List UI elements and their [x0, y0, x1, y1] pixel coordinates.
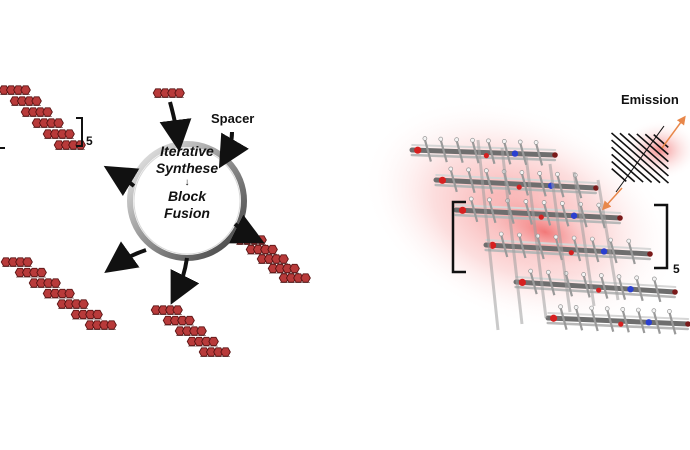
spacer-label: Spacer [211, 111, 255, 126]
pyrene-unit [0, 85, 31, 95]
left-panel [0, 85, 311, 358]
repeat-count-right: 5 [673, 262, 680, 276]
pyrene-unit [256, 254, 289, 265]
pyrene-unit [42, 129, 75, 140]
arrow-to-left-top [103, 165, 140, 197]
cycle-line-4: Fusion [164, 205, 210, 221]
emission-arrow-left [601, 187, 623, 211]
crystal-structure [409, 136, 690, 335]
molecule-layer [409, 136, 558, 166]
pyrene-unit [150, 305, 183, 316]
pyrene-unit [152, 88, 185, 98]
pyrene-unit [28, 278, 61, 289]
emission-arrow-right [661, 115, 686, 149]
pyrene-unit [14, 267, 47, 278]
arrow-from-spacer [218, 131, 249, 169]
pyrene-unit [198, 347, 231, 358]
pyrene-unit [84, 320, 117, 331]
arrow-to-right-stack [228, 214, 265, 244]
molecule-layer [545, 304, 690, 335]
repeat-bracket-right-open [451, 200, 466, 274]
pyrene-unit [31, 118, 64, 128]
emission-wave-icon [610, 125, 670, 193]
molecule-layer [433, 166, 599, 199]
cycle-line-3: Block [167, 188, 207, 204]
pyrene-unit [162, 315, 195, 326]
emission-label: Emission [621, 92, 679, 107]
repeat-count-left: 5 [86, 134, 93, 148]
pyrene-unit [70, 309, 103, 320]
cycle-line-2: Synthese [155, 160, 219, 176]
cycle-label: Iterative Synthese ↓ Block Fusion [132, 143, 242, 259]
pyrene-unit [174, 326, 207, 337]
arrow-from-top-stack [159, 101, 192, 152]
pyrene-unit [0, 257, 33, 268]
right-panel [362, 99, 690, 335]
cycle-line-1: Iterative [160, 143, 214, 159]
pyrene-unit [245, 244, 278, 255]
cycle-arrow: ↓ [184, 177, 190, 188]
repeat-bracket-right-close [654, 203, 669, 270]
pyrene-stacks [0, 85, 311, 358]
pyrene-unit [20, 107, 53, 117]
pyrene-unit [9, 96, 42, 106]
pyrene-unit [53, 140, 86, 151]
pyrene-unit [267, 263, 300, 274]
pyrene-unit [42, 288, 75, 299]
arrow-to-bottom-stack [170, 257, 200, 305]
repeat-bracket-left [76, 117, 83, 147]
pyrene-unit [56, 299, 89, 310]
pyrene-unit [186, 336, 219, 347]
arrow-to-bottom-left [104, 241, 147, 273]
pyrene-unit [278, 273, 311, 284]
